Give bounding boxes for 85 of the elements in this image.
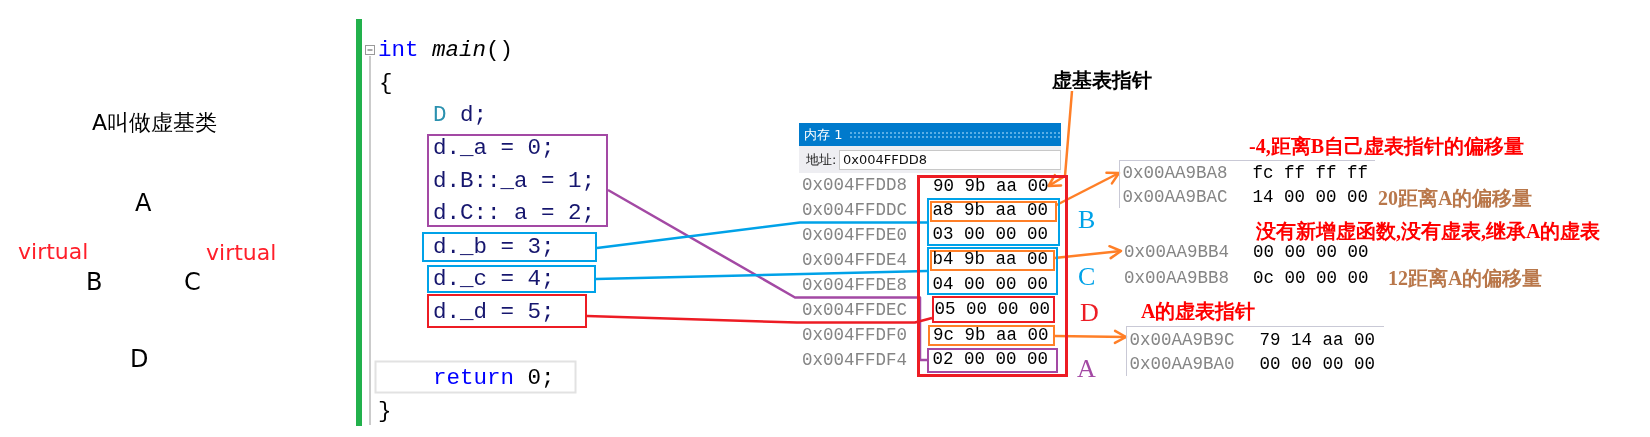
memory-highlight-box bbox=[927, 348, 1058, 373]
memory-address: 0x00AA9BB8 bbox=[1124, 270, 1230, 286]
callout-text: 虚基表指针 bbox=[1052, 69, 1152, 91]
memory-bytes: 0c 00 00 00 bbox=[1253, 270, 1369, 286]
memory-highlight-box bbox=[927, 198, 1060, 246]
memory-window bbox=[799, 123, 1061, 173]
memory-address: 0x004FFDE4 bbox=[802, 252, 908, 268]
memory-address: 0x004FFDE0 bbox=[802, 227, 908, 243]
code-text: { bbox=[379, 71, 393, 95]
memory-bytes: 14 00 00 00 bbox=[1252, 190, 1369, 205]
memory-highlight-box bbox=[929, 249, 1055, 271]
arrow bbox=[1047, 90, 1074, 188]
memory-address: 0x00AA9BAC bbox=[1122, 190, 1228, 205]
code-highlight-box bbox=[427, 265, 596, 293]
arrow bbox=[1055, 329, 1128, 345]
arrow bbox=[1055, 171, 1121, 207]
class-name-label: C bbox=[184, 268, 201, 295]
window-title: 内存 1 bbox=[804, 126, 843, 144]
heading-text: A叫做虚基类 bbox=[92, 111, 218, 135]
code-line: d._d = 5; bbox=[433, 300, 555, 324]
memory-address: 0x004FFDD8 bbox=[802, 177, 908, 193]
annotation-text: A的虚表指针 bbox=[1141, 300, 1256, 322]
connector-line bbox=[596, 221, 927, 250]
code-text: } bbox=[378, 399, 392, 423]
memory-table bbox=[1119, 160, 1375, 208]
annotation-text: 没有新增虚函数,没有虚表,继承A的虚表 bbox=[1256, 220, 1601, 242]
field-label: 地址: bbox=[806, 151, 837, 169]
code-line: d._c = 4; bbox=[433, 267, 555, 291]
virtual-keyword-label: virtual bbox=[18, 240, 89, 264]
memory-bytes: a8 9b aa 00 bbox=[932, 203, 1049, 218]
memory-bytes: 00 00 00 00 bbox=[1253, 244, 1369, 260]
memory-bytes: 02 00 00 00 bbox=[932, 352, 1049, 367]
annotation-text: 12距离A的偏移量 bbox=[1388, 267, 1543, 289]
memory-address: 0x004FFDF4 bbox=[802, 352, 908, 368]
memory-address: 0x004FFDF0 bbox=[802, 327, 908, 343]
connector-line bbox=[607, 188, 927, 362]
annotation-text: -4,距离B自己虚表指针的偏移量 bbox=[1249, 135, 1524, 157]
class-name-label: A bbox=[135, 189, 152, 216]
address-field: 0x004FFDD8 bbox=[839, 150, 1061, 170]
memory-bytes: fc ff ff ff bbox=[1252, 166, 1369, 181]
subobject-label: D bbox=[1080, 299, 1099, 327]
memory-highlight-box bbox=[932, 296, 1055, 323]
code-highlight-box bbox=[427, 134, 608, 227]
memory-highlight-box bbox=[927, 247, 1058, 295]
subobject-label: B bbox=[1078, 205, 1096, 234]
class-name-label: D bbox=[130, 345, 149, 372]
memory-address: 0x004FFDDC bbox=[802, 202, 908, 218]
annotation-text: 20距离A的偏移量 bbox=[1378, 187, 1533, 209]
subobject-label: C bbox=[1078, 262, 1096, 291]
memory-region-box bbox=[917, 175, 1068, 377]
memory-address: 0x00AA9B9C bbox=[1129, 333, 1235, 348]
code-highlight-box bbox=[422, 232, 597, 262]
code-text: 0; bbox=[527, 366, 555, 390]
memory-address: 0x004FFDE8 bbox=[802, 277, 908, 293]
memory-bytes: 04 00 00 00 bbox=[932, 277, 1049, 292]
memory-bytes: b4 9b aa 00 bbox=[932, 252, 1049, 267]
code-highlight-box bbox=[427, 294, 587, 328]
memory-table bbox=[1126, 326, 1384, 376]
memory-address: 0x004FFDEC bbox=[802, 302, 908, 318]
code-line: d._b = 3; bbox=[433, 235, 555, 259]
subobject-label: A bbox=[1077, 355, 1096, 383]
memory-bytes: 05 00 00 00 bbox=[934, 302, 1051, 317]
code-text: D bbox=[433, 103, 447, 127]
code-text: d; bbox=[460, 103, 487, 127]
connector-line bbox=[595, 269, 928, 281]
memory-address: 0x00AA9BA8 bbox=[1122, 166, 1228, 181]
code-line: d.B::_a = 1; bbox=[433, 169, 596, 193]
code-line: d._a = 0; bbox=[433, 136, 555, 160]
memory-address: 0x00AA9BB4 bbox=[1124, 244, 1230, 260]
class-name-label: B bbox=[86, 268, 103, 295]
memory-bytes: 90 9b aa 00 bbox=[933, 178, 1049, 194]
code-text: main() bbox=[432, 38, 514, 62]
code-text: return bbox=[433, 366, 514, 390]
memory-address: 0x00AA9BA0 bbox=[1129, 357, 1235, 372]
memory-bytes: 9c 9b aa 00 bbox=[933, 327, 1049, 343]
virtual-keyword-label: virtual bbox=[206, 241, 277, 265]
memory-bytes: 79 14 aa 00 bbox=[1259, 333, 1376, 348]
memory-highlight-box bbox=[929, 200, 1057, 222]
memory-bytes: 03 00 00 00 bbox=[932, 227, 1049, 242]
code-line: d.C:: a = 2; bbox=[433, 201, 596, 225]
code-text: int bbox=[378, 38, 419, 62]
arrow bbox=[1054, 244, 1123, 260]
connector-line bbox=[586, 314, 933, 324]
memory-bytes: 00 00 00 00 bbox=[1259, 357, 1376, 372]
memory-highlight-box bbox=[928, 325, 1055, 346]
